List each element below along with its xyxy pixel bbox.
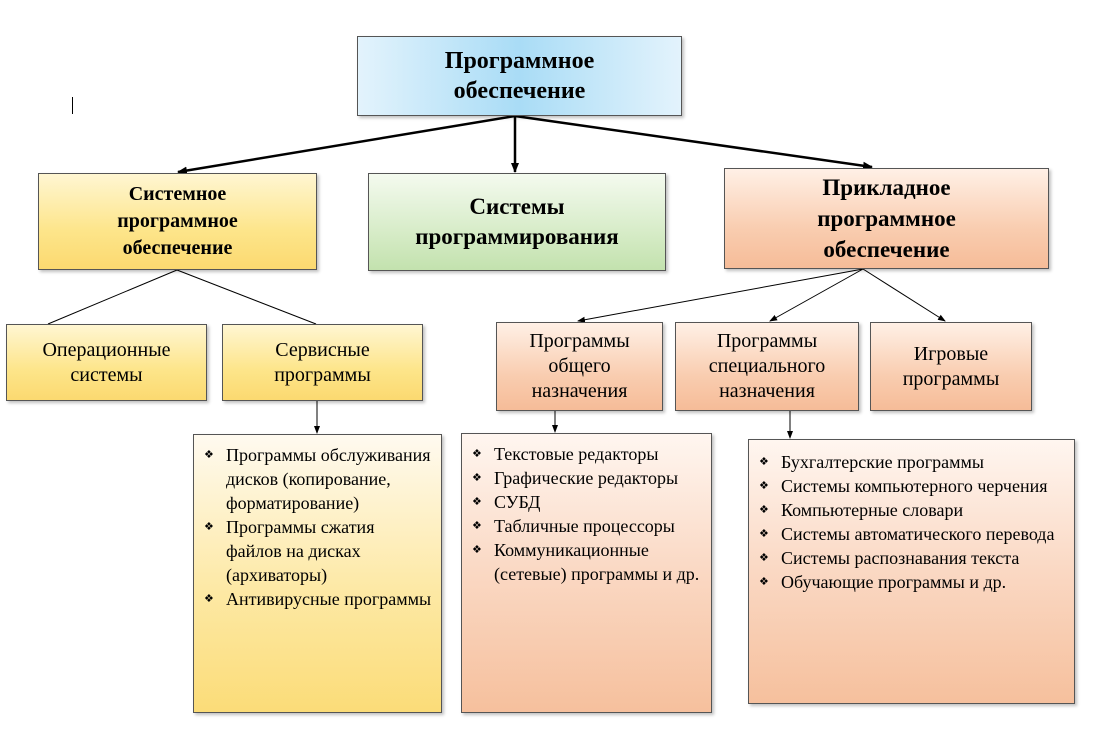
system-line1: Системное bbox=[128, 183, 227, 205]
system-line2: программное bbox=[117, 210, 238, 232]
list-item-text: Программы сжатия файлов на дисках (архив… bbox=[226, 517, 375, 585]
list-item: ❖ Текстовые редакторы bbox=[472, 442, 703, 466]
list-item: ❖ Коммуникационные (сетевые) программы и … bbox=[472, 538, 703, 586]
list-item: ❖ СУБД bbox=[472, 490, 703, 514]
root-node: Программное обеспечение bbox=[357, 36, 682, 116]
bullet-icon: ❖ bbox=[759, 528, 769, 540]
list-item-text: Текстовые редакторы bbox=[494, 444, 659, 464]
list-item: ❖ Компьютерные словари bbox=[759, 498, 1066, 522]
list-item-text: Системы распознавания текста bbox=[781, 548, 1020, 568]
programming-line1: Системы bbox=[469, 194, 565, 219]
bullet-icon: ❖ bbox=[759, 504, 769, 516]
os-line2: системы bbox=[70, 363, 143, 386]
list-item-text: Бухгалтерские программы bbox=[781, 452, 984, 472]
bullet-icon: ❖ bbox=[759, 552, 769, 564]
os-line1: Операционные bbox=[42, 338, 171, 361]
list-item: ❖ Программы обслуживания дисков (копирова… bbox=[204, 443, 433, 515]
special-line2: специального bbox=[708, 355, 826, 377]
system-software-node: Системное программное обеспечение bbox=[38, 173, 317, 270]
list-item: ❖ Табличные процессоры bbox=[472, 514, 703, 538]
line-system-os bbox=[47, 269, 178, 325]
line-system-service bbox=[176, 269, 317, 325]
bullet-icon: ❖ bbox=[472, 472, 482, 484]
bullet-icon: ❖ bbox=[759, 576, 769, 588]
games-line2: программы bbox=[902, 367, 1000, 390]
list-item-text: Системы компьютерного черчения bbox=[781, 476, 1048, 496]
list-item-text: Обучающие программы и др. bbox=[781, 572, 1007, 592]
list-item: ❖ Обучающие программы и др. bbox=[759, 570, 1066, 594]
general-line2: общего bbox=[548, 355, 611, 377]
general-line3: назначения bbox=[531, 380, 628, 402]
list-item-text: Табличные процессоры bbox=[494, 516, 675, 536]
root-line2: обеспечение bbox=[453, 78, 586, 104]
special-purpose-list: ❖ Бухгалтерские программы ❖ Системы компью… bbox=[748, 439, 1075, 704]
list-item: ❖ Системы распознавания текста bbox=[759, 546, 1066, 570]
service-line2: программы bbox=[274, 363, 371, 386]
bullet-icon: ❖ bbox=[472, 496, 482, 508]
arrow-root-system bbox=[177, 114, 516, 175]
list-item: ❖ Системы компьютерного черчения bbox=[759, 474, 1066, 498]
list-item-text: Графические редакторы bbox=[494, 468, 679, 488]
arrow-root-applied bbox=[514, 114, 873, 170]
list-item-text: СУБД bbox=[494, 492, 541, 512]
list-item: ❖ Программы сжатия файлов на дисках (архи… bbox=[204, 515, 433, 587]
applied-line3: обеспечение bbox=[823, 237, 950, 262]
bullet-icon: ❖ bbox=[204, 449, 214, 461]
special-line1: Программы bbox=[716, 330, 818, 352]
general-line1: Программы bbox=[529, 330, 630, 352]
general-purpose-list: ❖ Текстовые редакторы ❖ Графические редакт… bbox=[461, 433, 712, 713]
applied-software-node: Прикладное программное обеспечение bbox=[724, 168, 1049, 269]
list-item-text: Системы автоматического перевода bbox=[781, 524, 1055, 544]
list-item: ❖ Бухгалтерские программы bbox=[759, 450, 1066, 474]
list-item: ❖ Графические редакторы bbox=[472, 466, 703, 490]
text-cursor bbox=[72, 97, 73, 114]
bullet-icon: ❖ bbox=[759, 456, 769, 468]
games-line1: Игровые bbox=[913, 342, 989, 365]
bullet-icon: ❖ bbox=[759, 480, 769, 492]
programming-systems-node: Системы программирования bbox=[368, 173, 666, 271]
arrow-applied-special bbox=[769, 268, 864, 322]
bullet-icon: ❖ bbox=[472, 544, 482, 556]
service-programs-list: ❖ Программы обслуживания дисков (копирова… bbox=[193, 434, 442, 713]
bullet-icon: ❖ bbox=[204, 521, 214, 533]
list-item: ❖ Системы автоматического перевода bbox=[759, 522, 1066, 546]
service-programs-node: Сервисные программы bbox=[222, 324, 423, 401]
operating-systems-node: Операционные системы bbox=[6, 324, 207, 401]
special-line3: назначения bbox=[719, 380, 815, 402]
list-item-text: Программы обслуживания дисков (копирован… bbox=[226, 445, 431, 513]
system-line3: обеспечение bbox=[122, 237, 233, 259]
applied-line2: программное bbox=[817, 206, 956, 231]
list-item-text: Антивирусные программы bbox=[226, 589, 432, 609]
game-programs-node: Игровые программы bbox=[870, 322, 1032, 411]
bullet-icon: ❖ bbox=[204, 593, 214, 605]
root-line1: Программное bbox=[444, 48, 595, 74]
service-line1: Сервисные bbox=[275, 338, 370, 361]
applied-line1: Прикладное bbox=[822, 175, 951, 200]
bullet-icon: ❖ bbox=[472, 448, 482, 460]
arrow-applied-games bbox=[862, 268, 946, 322]
general-purpose-node: Программы общего назначения bbox=[496, 322, 663, 411]
special-purpose-node: Программы специального назначения bbox=[675, 322, 859, 411]
bullet-icon: ❖ bbox=[472, 520, 482, 532]
arrow-applied-general bbox=[577, 268, 864, 323]
list-item: ❖ Антивирусные программы bbox=[204, 587, 433, 611]
programming-line2: программирования bbox=[415, 224, 619, 249]
list-item-text: Коммуникационные (сетевые) программы и д… bbox=[494, 540, 700, 584]
list-item-text: Компьютерные словари bbox=[781, 500, 964, 520]
